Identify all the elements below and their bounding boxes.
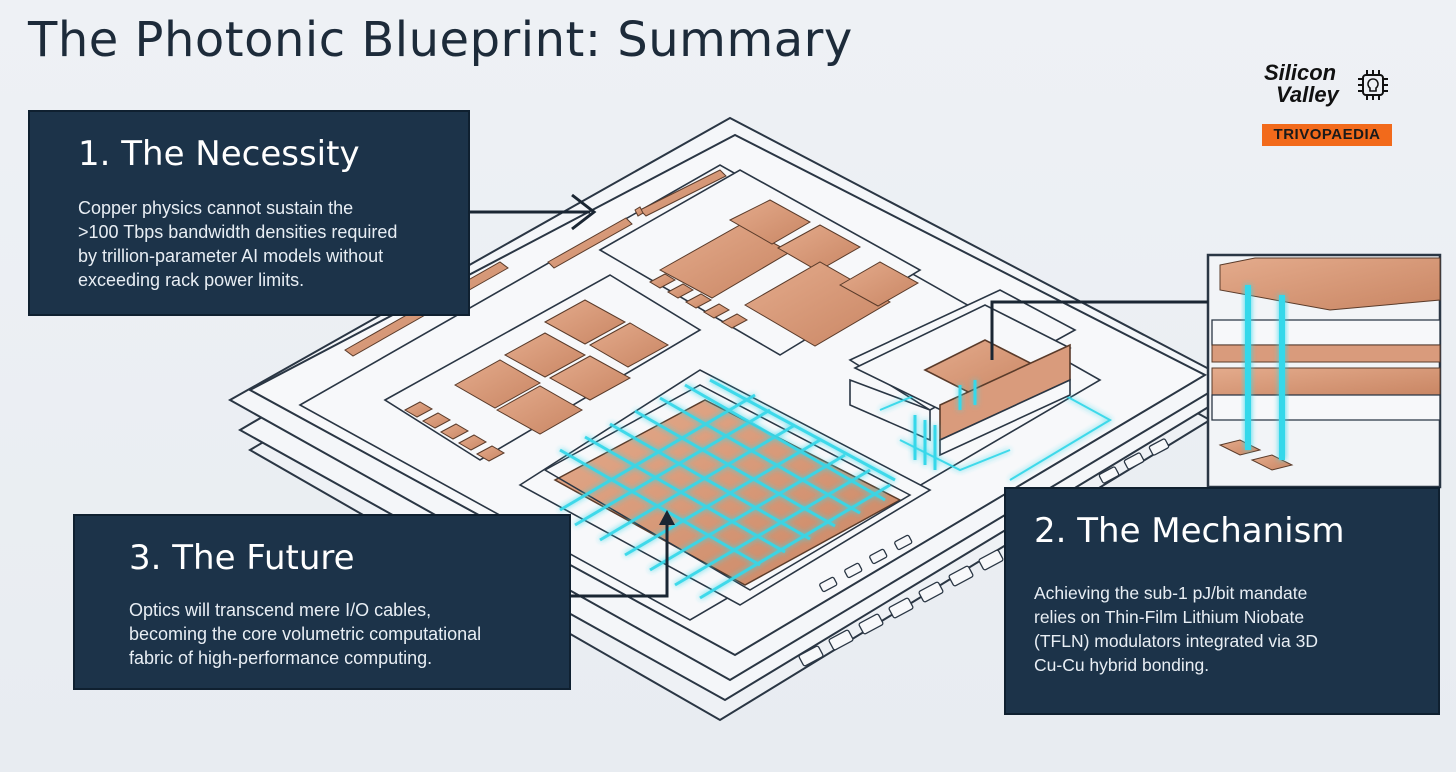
future-line-2: becoming the core volumetric computation… [129, 624, 482, 644]
mechanism-line-3: (TFLN) modulators integrated via 3D [1034, 631, 1318, 651]
future-card: 3. The Future Optics will transcend mere… [73, 514, 571, 690]
cross-section-inset [1206, 253, 1442, 489]
necessity-line-1: Copper physics cannot sustain the [78, 198, 354, 218]
mechanism-line-1: Achieving the sub-1 pJ/bit mandate [1034, 583, 1308, 603]
logo-band: TRIVOPAEDIA [1262, 124, 1392, 146]
necessity-card: 1. The Necessity Copper physics cannot s… [28, 110, 470, 316]
page-title: The Photonic Blueprint: Summary [28, 12, 853, 68]
necessity-line-2: >100 Tbps bandwidth densities required [78, 222, 398, 242]
photonic-module [853, 304, 1072, 470]
mechanism-heading: 2. The Mechanism [1034, 511, 1345, 551]
future-heading: 3. The Future [129, 538, 355, 578]
logo-line-1: Silicon [1264, 60, 1337, 85]
copper-dies-upper [648, 199, 920, 347]
mechanism-line-2: relies on Thin-Film Lithium Niobate [1034, 607, 1305, 627]
future-line-3: fabric of high-performance computing. [129, 648, 433, 668]
mechanism-line-4: Cu-Cu hybrid bonding. [1034, 655, 1210, 675]
necessity-heading: 1. The Necessity [78, 134, 360, 174]
necessity-line-4: exceeding rack power limits. [78, 270, 305, 290]
mechanism-card: 2. The Mechanism Achieving the sub-1 pJ/… [1004, 487, 1440, 715]
necessity-line-3: by trillion-parameter AI models without [78, 246, 384, 266]
copper-dies-left [403, 299, 670, 462]
future-line-1: Optics will transcend mere I/O cables, [129, 600, 432, 620]
logo-line-2: Valley [1276, 82, 1339, 107]
brand-logo: Silicon Valley TRIVOPAEDIA [1262, 62, 1394, 148]
chip-bulb-icon [1358, 70, 1388, 100]
future-arrowhead [659, 510, 675, 525]
edge-pads [798, 438, 1170, 667]
callout-connectors [470, 193, 1208, 598]
